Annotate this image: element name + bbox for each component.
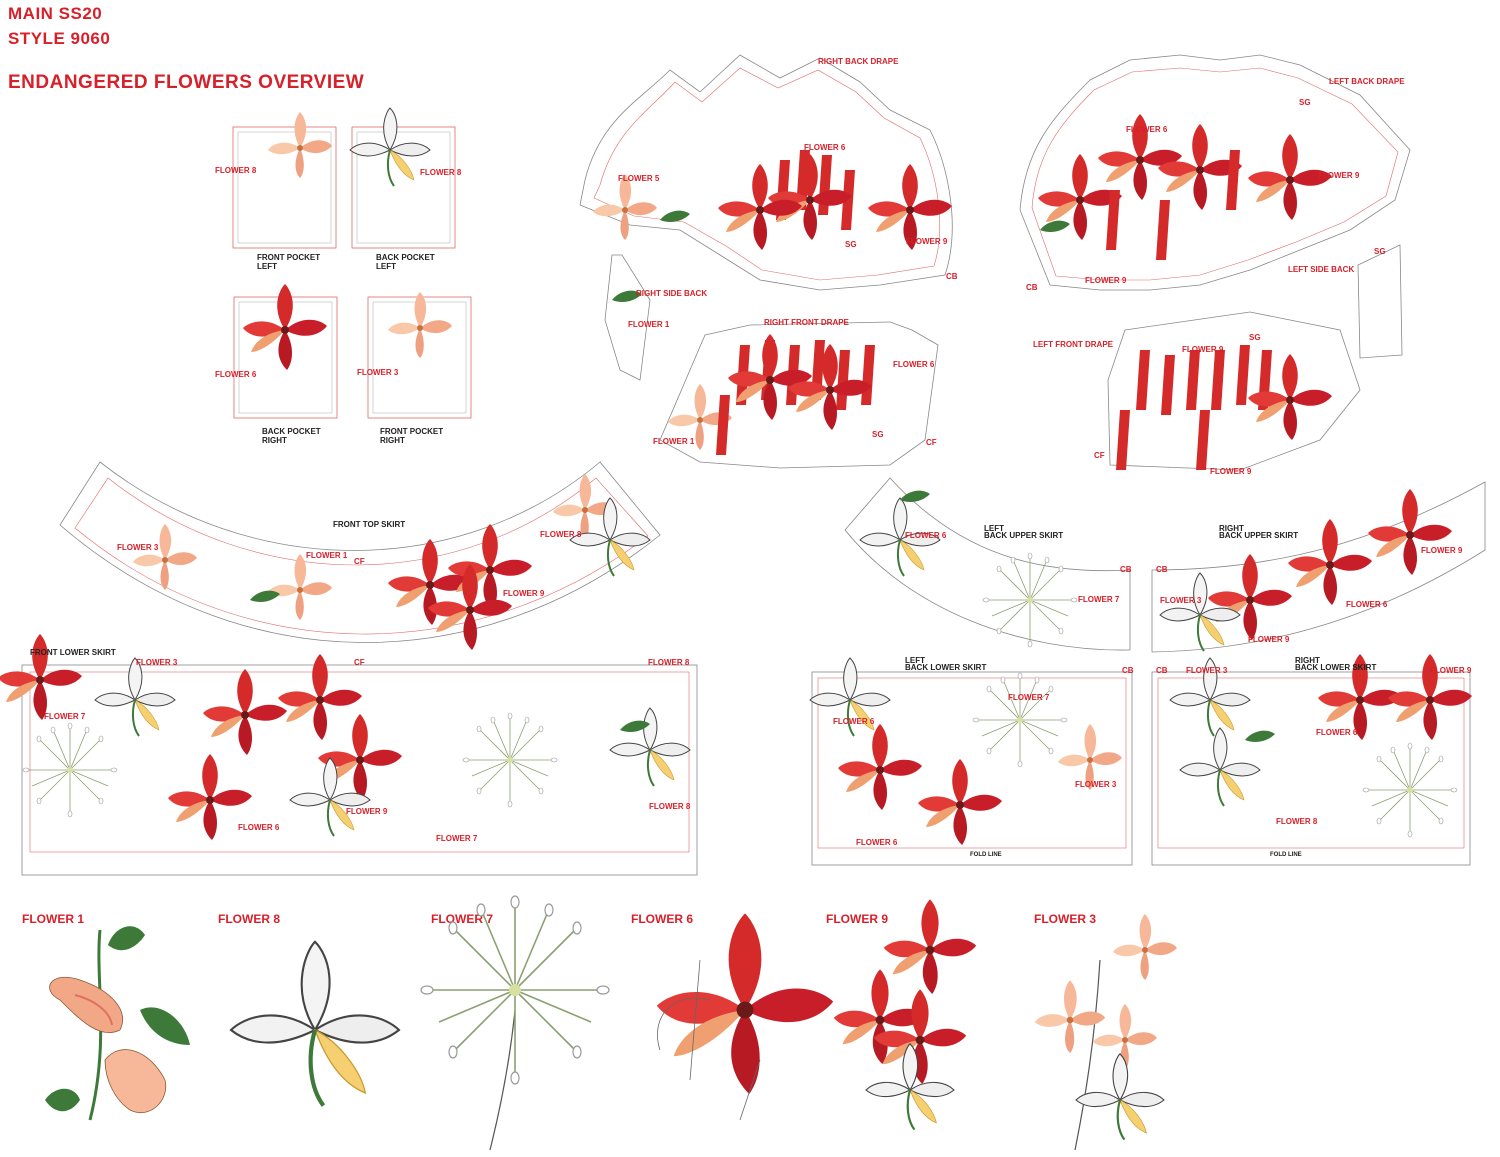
peach-lily-icon bbox=[1034, 914, 1177, 1151]
piece-flower-label: FLOWER 9 bbox=[1318, 171, 1360, 180]
piece-flower-label: FLOWER 6 bbox=[1126, 125, 1168, 134]
pocket-side: RIGHT bbox=[380, 436, 405, 445]
piece-flower-label: FLOWER 3 bbox=[1186, 666, 1228, 675]
center-back-mark: CB bbox=[1122, 666, 1134, 675]
pocket-side: LEFT bbox=[257, 262, 277, 271]
piece-name: LEFT bbox=[905, 656, 925, 665]
piece-flower-label: FLOWER 8 bbox=[1276, 817, 1318, 826]
piece-flower-label: FLOWER 6 bbox=[905, 531, 947, 540]
piece-flower-label: FLOWER 6 bbox=[238, 823, 280, 832]
center-front-mark: CF bbox=[354, 557, 365, 566]
piece-name-2: BACK LOWER SKIRT bbox=[1295, 663, 1377, 672]
pocket-name: BACK POCKET bbox=[376, 253, 435, 262]
piece-name: RIGHT bbox=[1219, 524, 1244, 533]
grain-mark: SG bbox=[845, 240, 857, 249]
piece-name: LEFT BACK DRAPE bbox=[1329, 77, 1405, 86]
flower-key-label: FLOWER 8 bbox=[218, 912, 280, 926]
piece-flower-label: FLOWER 9 bbox=[1421, 546, 1463, 555]
piece-flower-label: FLOWER 5 bbox=[618, 174, 660, 183]
piece-flower-label: FLOWER 9 bbox=[1085, 276, 1127, 285]
piece-flower-label: FLOWER 9 bbox=[1210, 467, 1252, 476]
piece-name: FRONT TOP SKIRT bbox=[333, 520, 406, 529]
flower-key-label: FLOWER 6 bbox=[631, 912, 693, 926]
center-back-mark: CB bbox=[1156, 666, 1168, 675]
piece-flower-label: FLOWER 3 bbox=[1160, 596, 1202, 605]
piece-name-2: BACK UPPER SKIRT bbox=[984, 531, 1064, 540]
header-season: MAIN SS20 bbox=[8, 4, 103, 23]
piece-name-2: BACK UPPER SKIRT bbox=[1219, 531, 1299, 540]
fold-line-label: FOLD LINE bbox=[1270, 852, 1302, 858]
piece-flower-label: FLOWER 1 bbox=[306, 551, 348, 560]
piece-flower-label: FLOWER 7 bbox=[436, 834, 478, 843]
piece-name: RIGHT SIDE BACK bbox=[636, 289, 708, 298]
piece-flower-label: FLOWER 3 bbox=[136, 658, 178, 667]
piece-flower-label: FLOWER 8 bbox=[649, 802, 691, 811]
center-front-mark: CF bbox=[354, 658, 365, 667]
grain-mark: SG bbox=[1374, 247, 1386, 256]
flower-key-label: FLOWER 1 bbox=[22, 912, 84, 926]
piece-flower-label: FLOWER 8 bbox=[648, 658, 690, 667]
pocket-name: FRONT POCKET bbox=[380, 427, 444, 436]
piece-name: LEFT bbox=[984, 524, 1004, 533]
white-agapanthus-icon bbox=[420, 895, 610, 1151]
piece-flower-label: FLOWER 9 bbox=[906, 237, 948, 246]
center-back-mark: CB bbox=[946, 272, 958, 281]
piece-flower-label: FLOWER 6 bbox=[1316, 728, 1358, 737]
pocket-name: BACK POCKET bbox=[262, 427, 321, 436]
piece-flower-label: FLOWER 3 bbox=[117, 543, 159, 552]
piece-flower-label: FLOWER 3 bbox=[1075, 780, 1117, 789]
piece-flower-label: FLOWER 7 bbox=[44, 712, 86, 721]
pocket-flower-label: FLOWER 6 bbox=[215, 370, 257, 379]
piece-flower-label: FLOWER 9 bbox=[346, 807, 388, 816]
pocket-side: RIGHT bbox=[262, 436, 287, 445]
piece-flower-label: FLOWER 6 bbox=[856, 838, 898, 847]
gray-yellow-lily-icon bbox=[231, 942, 399, 1106]
pocket-flower-label: FLOWER 8 bbox=[215, 166, 257, 175]
piece-flower-label: FLOWER 8 bbox=[540, 530, 582, 539]
fold-line-label: FOLD LINE bbox=[970, 852, 1002, 858]
piece-name-2: BACK LOWER SKIRT bbox=[905, 663, 987, 672]
piece-name: FRONT LOWER SKIRT bbox=[30, 648, 116, 657]
piece-flower-label: FLOWER 9 bbox=[1430, 666, 1472, 675]
piece-flower-label: FLOWER 9 bbox=[503, 589, 545, 598]
center-front-mark: CF bbox=[926, 438, 937, 447]
piece-name: RIGHT FRONT DRAPE bbox=[764, 318, 849, 327]
red-lily-icon bbox=[833, 899, 977, 1131]
piece-flower-label: FLOWER 6 bbox=[804, 143, 846, 152]
pocket-flower-label: FLOWER 8 bbox=[420, 168, 462, 177]
piece-name: RIGHT BACK DRAPE bbox=[818, 57, 899, 66]
piece-name: LEFT FRONT DRAPE bbox=[1033, 340, 1113, 349]
piece-flower-label: FLOWER 6 bbox=[1346, 600, 1388, 609]
piece-flower-label: FLOWER 6 bbox=[893, 360, 935, 369]
pocket-side: LEFT bbox=[376, 262, 396, 271]
piece-flower-label: FLOWER 9 bbox=[1248, 635, 1290, 644]
header-style: STYLE 9060 bbox=[8, 29, 111, 48]
grain-mark: SG bbox=[872, 430, 884, 439]
piece-flower-label: FLOWER 9 bbox=[1182, 345, 1224, 354]
grain-mark: SG bbox=[1299, 98, 1311, 107]
piece-flower-label: FLOWER 7 bbox=[1078, 595, 1120, 604]
flower-key-label: FLOWER 9 bbox=[826, 912, 888, 926]
center-back-mark: CB bbox=[1120, 565, 1132, 574]
center-back-mark: CB bbox=[1026, 283, 1038, 292]
piece-name: RIGHT bbox=[1295, 656, 1320, 665]
pocket-name: FRONT POCKET bbox=[257, 253, 321, 262]
piece-flower-label: FLOWER 7 bbox=[1008, 693, 1050, 702]
pocket-flower-label: FLOWER 3 bbox=[357, 368, 399, 377]
page-title: ENDANGERED FLOWERS OVERVIEW bbox=[8, 72, 365, 93]
red-hibiscus-icon bbox=[656, 913, 834, 1094]
piece-name: LEFT SIDE BACK bbox=[1288, 265, 1355, 274]
piece-flower-label: FLOWER 1 bbox=[628, 320, 670, 329]
center-front-mark: CF bbox=[1094, 451, 1105, 460]
flower-key-label: FLOWER 3 bbox=[1034, 912, 1096, 926]
trumpet-flower-icon bbox=[45, 926, 190, 1121]
piece-flower-label: FLOWER 1 bbox=[653, 437, 695, 446]
grain-mark: SG bbox=[1249, 333, 1261, 342]
piece-flower-label: FLOWER 6 bbox=[833, 717, 875, 726]
center-back-mark: CB bbox=[1156, 565, 1168, 574]
flower-key-label: FLOWER 7 bbox=[431, 912, 493, 926]
